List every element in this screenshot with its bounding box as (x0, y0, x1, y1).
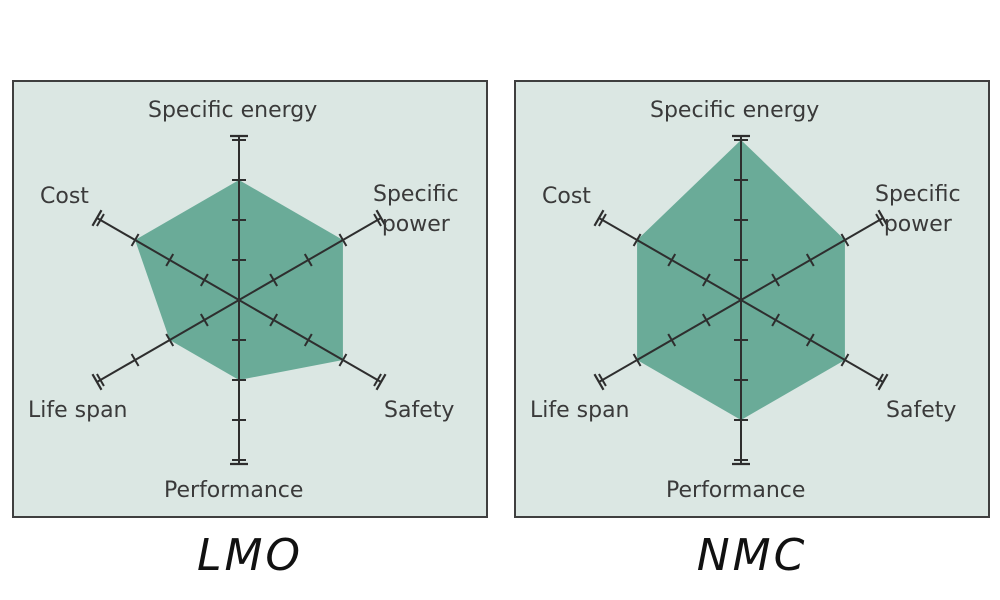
nmc-tick-safety-4 (875, 373, 884, 387)
nmc-tick-life-span-1 (701, 313, 711, 327)
lmo-label-life-span: Life span (28, 398, 128, 423)
lmo-tick-cost-2 (165, 253, 175, 267)
nmc-tick-cost-2 (667, 253, 677, 267)
lmo-axes (91, 134, 387, 466)
nmc-axis-end-life-span (593, 373, 605, 391)
nmc-tick-specific-power-4 (875, 213, 884, 227)
nmc-label-specific-energy: Specific energy (650, 98, 820, 123)
nmc-label-cost: Cost (542, 184, 591, 209)
nmc-axis-end-cost (593, 209, 605, 227)
lmo-chart-title: LMO (196, 530, 304, 581)
nmc-axis-safety (740, 299, 884, 383)
lmo-axis-cost (96, 217, 240, 301)
lmo-label-performance: Performance (164, 478, 304, 503)
nmc-label-safety: Safety (886, 398, 957, 423)
nmc-axis-cost (598, 217, 742, 301)
nmc-label-specific-power: Specific power (875, 180, 961, 240)
nmc-tick-specific-power-1 (771, 273, 781, 287)
lmo-tick-life-span-2 (165, 333, 175, 347)
lmo-label-cost: Cost (40, 184, 89, 209)
nmc-axis-end-specific-power (877, 209, 889, 227)
nmc-tick-cost-3 (632, 233, 642, 247)
lmo-label-specific-power-line2: power (381, 212, 450, 237)
nmc-tick-specific-power-3 (840, 233, 850, 247)
lmo-tick-specific-power-1 (269, 273, 279, 287)
nmc-tick-life-span-3 (632, 353, 642, 367)
nmc-axis-end-safety (877, 373, 889, 391)
lmo-label-specific-power-line1: Specific (373, 182, 459, 207)
lmo-axis-end-life-span (91, 373, 103, 391)
lmo-tick-cost-1 (199, 273, 209, 287)
nmc-axes (593, 134, 889, 466)
nmc-tick-cost-1 (701, 273, 711, 287)
nmc-tick-cost-4 (598, 213, 607, 227)
lmo-axis-end-cost (91, 209, 103, 227)
lmo-tick-safety-1 (269, 313, 279, 327)
nmc-tick-specific-power-2 (805, 253, 815, 267)
nmc-tick-life-span-4 (598, 373, 607, 387)
lmo-label-safety: Safety (384, 398, 455, 423)
lmo-label-specific-energy: Specific energy (148, 98, 318, 123)
nmc-label-specific-power-line1: Specific (875, 182, 961, 207)
lmo-tick-safety-4 (373, 373, 382, 387)
lmo-radar-chart: Specific energy Specific power Safety Pe… (12, 80, 488, 518)
lmo-tick-life-span-1 (199, 313, 209, 327)
lmo-axis-end-safety (375, 373, 387, 391)
lmo-tick-cost-3 (130, 233, 140, 247)
nmc-tick-safety-3 (840, 353, 850, 367)
nmc-tick-safety-2 (805, 333, 815, 347)
nmc-tick-safety-1 (771, 313, 781, 327)
lmo-radar-svg (91, 134, 387, 466)
lmo-tick-specific-power-4 (373, 213, 382, 227)
nmc-label-life-span: Life span (530, 398, 630, 423)
lmo-label-specific-power: Specific power (373, 180, 459, 240)
nmc-radar-chart: Specific energy Specific power Safety Pe… (514, 80, 990, 518)
nmc-label-specific-power-line2: power (883, 212, 952, 237)
lmo-tick-specific-power-2 (303, 253, 313, 267)
nmc-axis-life-span (598, 299, 742, 383)
lmo-tick-cost-4 (96, 213, 105, 227)
nmc-chart-title: NMC (696, 530, 808, 581)
lmo-axis-safety (238, 299, 382, 383)
lmo-tick-safety-3 (338, 353, 348, 367)
nmc-label-performance: Performance (666, 478, 806, 503)
lmo-axis-end-specific-power (375, 209, 387, 227)
lmo-axis-specific-power (238, 217, 382, 301)
lmo-tick-life-span-3 (130, 353, 140, 367)
nmc-axis-specific-power (740, 217, 884, 301)
lmo-tick-specific-power-3 (338, 233, 348, 247)
lmo-tick-safety-2 (303, 333, 313, 347)
nmc-tick-life-span-2 (667, 333, 677, 347)
nmc-radar-svg (593, 134, 889, 466)
lmo-tick-life-span-4 (96, 373, 105, 387)
lmo-axis-life-span (96, 299, 240, 383)
